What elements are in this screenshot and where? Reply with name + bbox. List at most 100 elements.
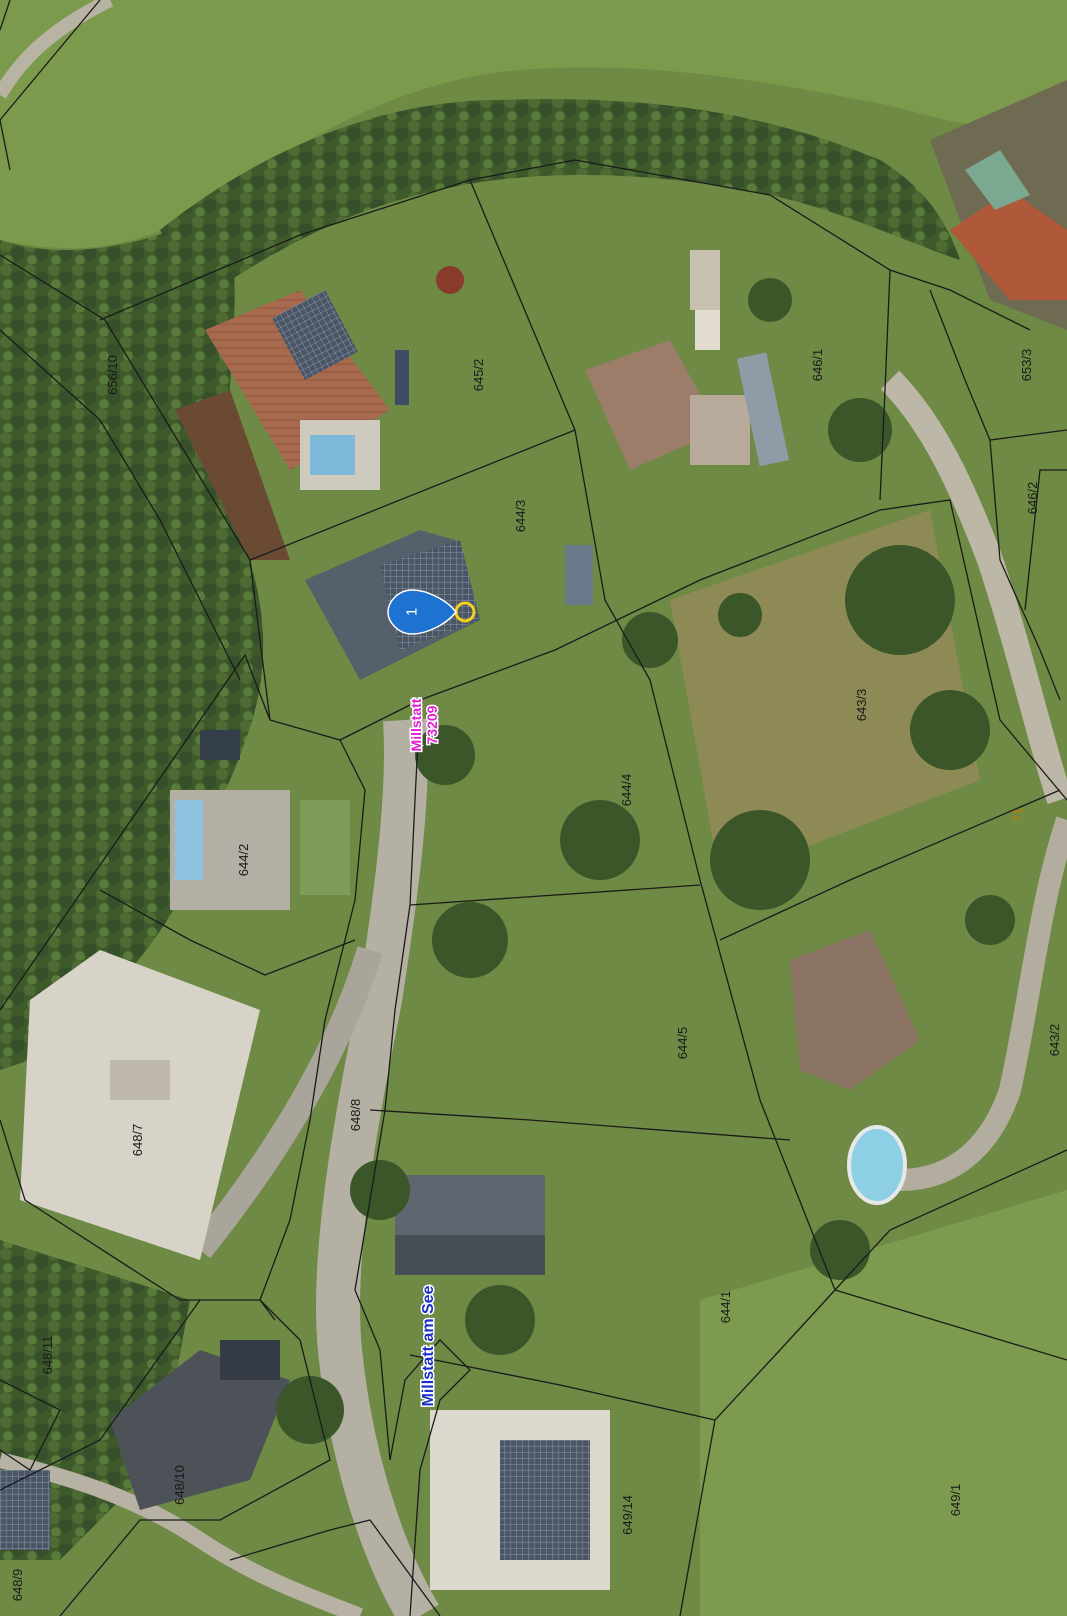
tree <box>910 690 990 770</box>
tree <box>415 725 475 785</box>
roof-structure <box>110 1060 170 1100</box>
tree <box>965 895 1015 945</box>
building-roof <box>110 1350 290 1510</box>
parcel-label[interactable]: 646/2 <box>1025 482 1040 515</box>
boundary-line <box>834 1289 1067 1361</box>
parcel-label[interactable]: 648/9 <box>10 1569 25 1602</box>
boundary-line <box>409 1354 716 1421</box>
trees <box>276 266 1015 1444</box>
building-roof <box>585 340 720 470</box>
boundary-line <box>409 884 701 906</box>
greenhouse <box>736 352 790 467</box>
boundary-line <box>0 1119 260 1301</box>
tree <box>276 1376 344 1444</box>
parcel-labels: 656/10 645/2 646/1 653/3 646/2 644/3 643… <box>10 349 1062 1602</box>
boundary-line <box>0 1379 61 1471</box>
building-roof-shadow <box>395 1235 545 1275</box>
boundary-line <box>0 254 271 1011</box>
roof-garden <box>300 800 350 895</box>
boundary-line <box>259 739 366 1321</box>
tree <box>845 545 955 655</box>
pool <box>310 435 355 475</box>
boundary-line <box>229 1519 441 1616</box>
buildings <box>0 150 1067 1590</box>
shed <box>436 266 464 294</box>
parcel-label[interactable]: 645/2 <box>471 359 486 392</box>
parcel-label[interactable]: 648/7 <box>130 1124 145 1157</box>
boundary-line <box>1024 469 1067 611</box>
parcel-label[interactable]: 648/10 <box>172 1465 187 1505</box>
boundary-line <box>989 439 1061 701</box>
boundary-line <box>354 699 421 1461</box>
solar-panels <box>200 730 240 760</box>
pool <box>175 800 203 880</box>
tree <box>710 810 810 910</box>
tree <box>465 1285 535 1355</box>
cadastral-community-label[interactable]: Millstatt am See <box>419 1284 439 1408</box>
shed <box>695 310 720 350</box>
parcel-label[interactable]: 646/1 <box>810 349 825 382</box>
parcel-label[interactable]: 644/4 <box>619 774 634 807</box>
tree <box>350 1160 410 1220</box>
parcel-label[interactable]: 649/1 <box>948 1484 963 1517</box>
tree <box>622 612 678 668</box>
tree <box>432 902 508 978</box>
tree <box>828 398 892 462</box>
map-pin-icon <box>387 589 457 635</box>
solar-panels <box>220 1340 280 1380</box>
municipality-code-label[interactable]: 73209 <box>423 704 442 746</box>
building-annex <box>690 395 750 465</box>
boundary-line <box>879 269 891 501</box>
pool <box>847 1125 907 1205</box>
parcel-label[interactable]: 656/10 <box>105 355 120 395</box>
tree <box>560 800 640 880</box>
parcel-label[interactable]: 649/14 <box>620 1495 635 1535</box>
building-terrace <box>175 390 290 560</box>
boundary-line <box>269 499 1067 801</box>
parcel-label[interactable]: 648/11 <box>40 1336 55 1375</box>
marker-number: 1 <box>404 608 421 616</box>
parcel-label[interactable]: 644/3 <box>513 500 528 533</box>
road-right <box>880 370 1067 805</box>
road-main <box>316 718 439 1616</box>
parcel-label[interactable]: 644/1 <box>718 1291 733 1324</box>
meadow-bottom-right <box>700 1190 1067 1616</box>
forest-band <box>160 99 960 301</box>
boundary-line <box>99 159 1031 331</box>
location-marker[interactable]: 1 <box>387 589 476 635</box>
solar-panels <box>272 290 358 380</box>
boundary-line <box>834 1149 1067 1291</box>
boundary-line <box>389 1339 471 1616</box>
solar-strip <box>395 350 409 405</box>
boundary-line <box>0 329 241 681</box>
building-roof <box>790 930 920 1090</box>
parcel-label[interactable]: 643/3 <box>854 689 869 722</box>
solar-panels <box>500 1440 590 1560</box>
parcel-label[interactable]: 644/2 <box>236 844 251 877</box>
parcel-label[interactable]: 643/2 <box>1047 1024 1062 1057</box>
boundary-line <box>0 0 101 171</box>
parcel-label[interactable]: 644/5 <box>675 1027 690 1060</box>
boundary-line <box>369 1109 791 1141</box>
boundary-line <box>679 1289 836 1616</box>
building-roof <box>965 150 1030 210</box>
boundary-line <box>249 429 576 561</box>
parcel-label[interactable]: 653/3 <box>1019 349 1034 382</box>
boundary-line <box>0 0 11 31</box>
building-roof <box>950 190 1067 300</box>
greenhouse <box>565 545 593 605</box>
road-bottom-left <box>0 1452 363 1616</box>
path <box>690 250 720 310</box>
road-number-label[interactable]: 71 <box>1010 808 1025 822</box>
parcel-label[interactable]: 648/8 <box>348 1099 363 1132</box>
boundary-line <box>99 889 356 976</box>
driveway-right <box>899 816 1067 1191</box>
place-labels: Millstatt 73209 Millstatt am See <box>407 697 442 1408</box>
municipality-name-label[interactable]: Millstatt <box>407 697 426 753</box>
solar-panels <box>0 1470 50 1550</box>
tree <box>718 593 762 637</box>
boundary-line <box>59 1299 331 1616</box>
